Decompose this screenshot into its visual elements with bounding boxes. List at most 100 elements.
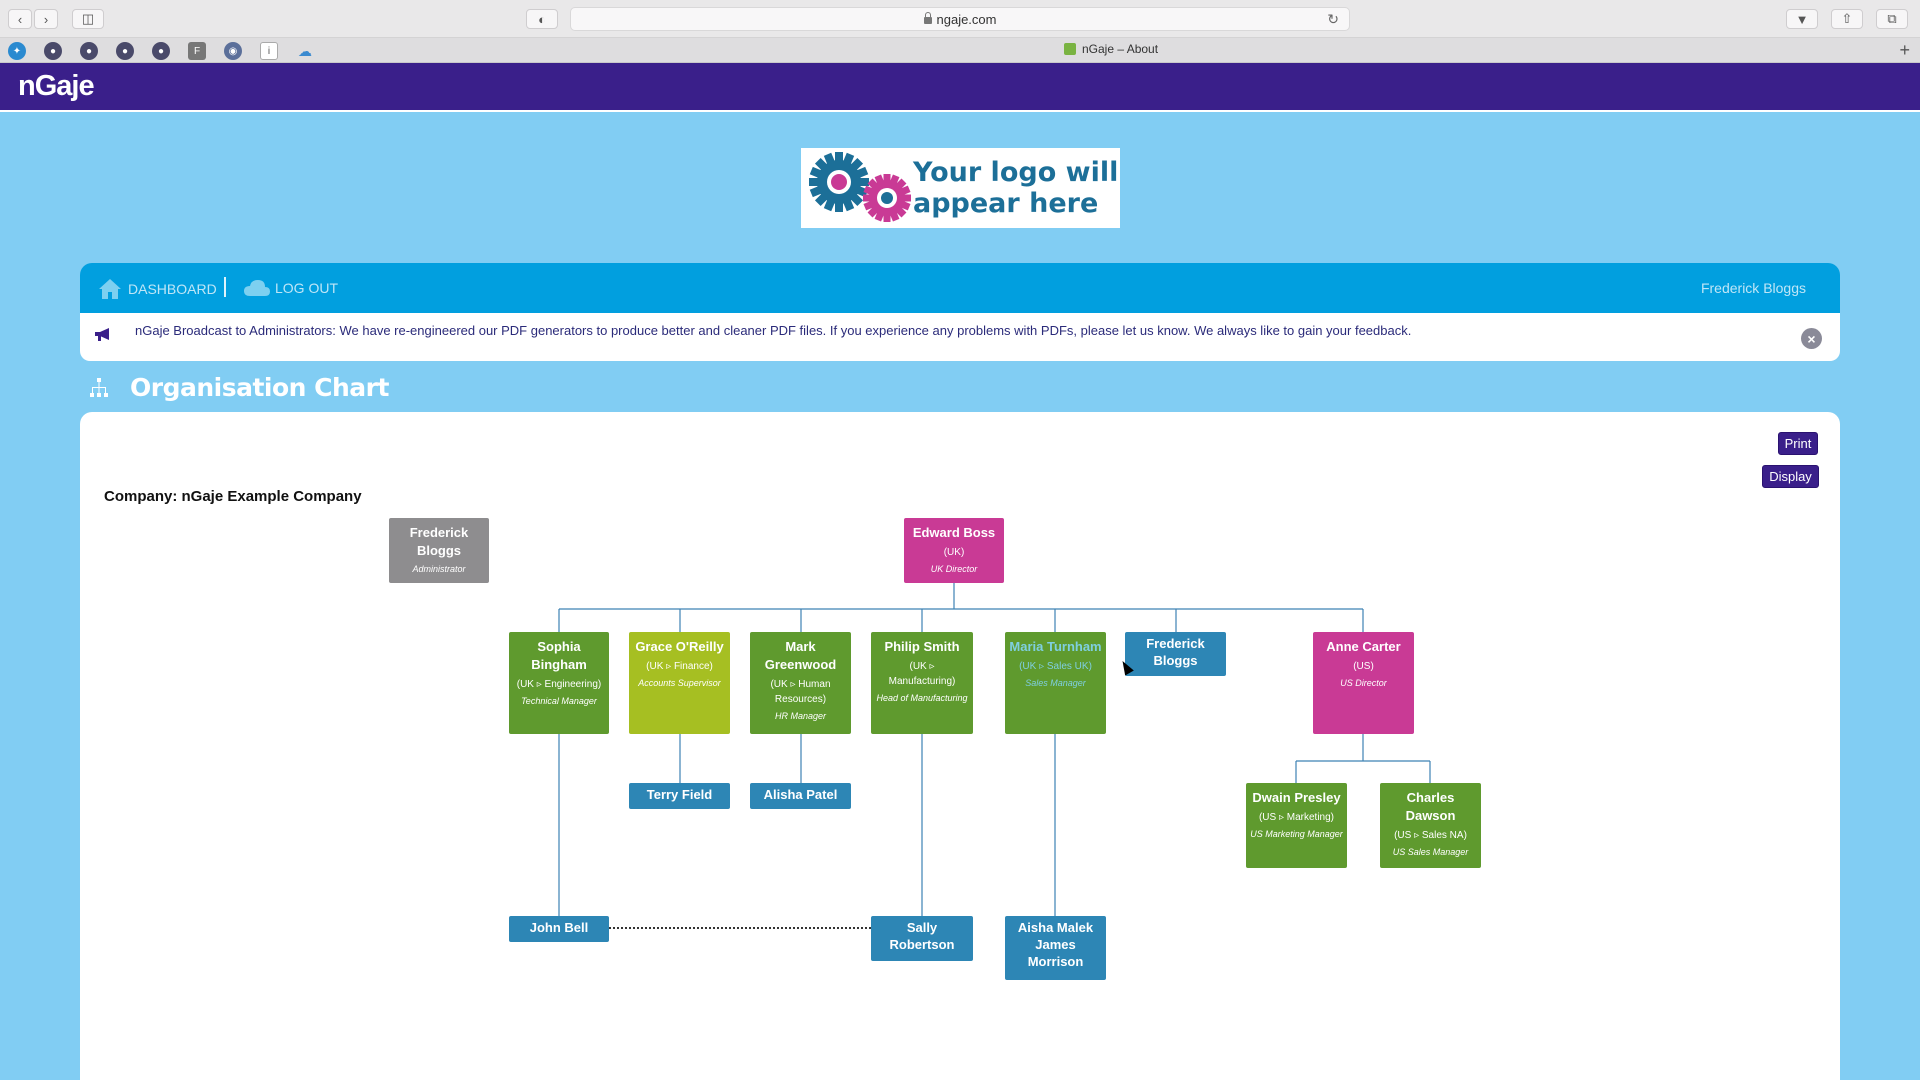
tab-title: nGaje – About bbox=[1082, 42, 1159, 56]
node-name: Frederick Bloggs bbox=[1146, 636, 1205, 668]
org-node-administrator[interactable]: Frederick Bloggs Administrator bbox=[389, 518, 489, 583]
nav-logout[interactable]: LOG OUT bbox=[243, 278, 338, 298]
node-dept: (UK ▹ Engineering) bbox=[516, 679, 602, 690]
org-node-john[interactable]: John Bell bbox=[509, 916, 609, 942]
org-node-terry[interactable]: Terry Field bbox=[629, 783, 730, 809]
node-role: Sales Manager bbox=[1025, 678, 1086, 688]
org-node-dwain[interactable]: Dwain Presley (US ▹ Marketing) US Market… bbox=[1246, 783, 1347, 868]
node-dept: (UK ▹ Finance) bbox=[646, 661, 713, 672]
share-icon[interactable]: ⇧ bbox=[1831, 9, 1863, 29]
logo-line-1: Your logo will bbox=[913, 157, 1119, 188]
org-node-anne[interactable]: Anne Carter (US) US Director bbox=[1313, 632, 1414, 734]
bookmark-globe-icon[interactable]: ◉ bbox=[224, 42, 242, 60]
org-node-frederick[interactable]: Frederick Bloggs bbox=[1125, 632, 1226, 676]
node-role: US Marketing Manager bbox=[1250, 829, 1343, 839]
node-name: Grace O'Reilly bbox=[635, 639, 724, 654]
logo-line-2: appear here bbox=[913, 188, 1099, 219]
node-name: Edward Boss bbox=[912, 525, 996, 540]
main-nav: DASHBOARD LOG OUT Frederick Bloggs bbox=[80, 263, 1840, 313]
bookmark-avatar-icon[interactable]: ● bbox=[44, 42, 62, 60]
home-icon bbox=[99, 279, 121, 299]
back-icon[interactable]: ‹ bbox=[8, 9, 32, 29]
node-dept: (UK ▹ Manufacturing) bbox=[888, 661, 956, 687]
bookmark-f-icon[interactable]: F bbox=[188, 42, 206, 60]
org-chart-panel: Print Display Company: nGaje Example Com… bbox=[80, 412, 1840, 1080]
forward-icon[interactable]: › bbox=[34, 9, 58, 29]
node-dept: (UK) bbox=[943, 547, 965, 558]
node-role: UK Director bbox=[930, 564, 978, 574]
node-name: Mark Greenwood bbox=[764, 639, 837, 672]
node-role: US Sales Manager bbox=[1392, 847, 1469, 857]
print-button[interactable]: Print bbox=[1778, 432, 1818, 455]
bookmarks-bar: ✦ ● ● ● ● F ◉ i ☁ nGaje – About + bbox=[0, 38, 1920, 63]
node-dept: (US) bbox=[1353, 661, 1374, 672]
page-header: Organisation Chart bbox=[90, 373, 389, 402]
node-name: John Bell bbox=[529, 920, 589, 935]
page-title: Organisation Chart bbox=[130, 373, 389, 402]
downloads-icon[interactable]: ▼ bbox=[1786, 9, 1818, 29]
gears-icon bbox=[801, 148, 911, 228]
node-role: Technical Manager bbox=[521, 696, 597, 706]
org-node-root[interactable]: Edward Boss (UK) UK Director bbox=[904, 518, 1004, 583]
bookmark-cloud-icon[interactable]: ☁ bbox=[298, 42, 312, 59]
new-tab-icon[interactable]: + bbox=[1899, 40, 1910, 60]
org-node-mark[interactable]: Mark Greenwood (UK ▹ Human Resources) HR… bbox=[750, 632, 851, 734]
nav-logout-label: LOG OUT bbox=[275, 280, 339, 296]
bookmark-avatar-icon[interactable]: ● bbox=[80, 42, 98, 60]
active-tab[interactable]: nGaje – About bbox=[1064, 42, 1158, 56]
tab-favicon-icon bbox=[1064, 43, 1076, 55]
node-name: Alisha Patel bbox=[763, 787, 838, 802]
browser-toolbar: ‹ › ◫ ◐ ngaje.com ↻ ▼ ⇧ ⧉ bbox=[0, 0, 1920, 38]
close-icon[interactable]: × bbox=[1801, 328, 1822, 349]
megaphone-icon bbox=[95, 328, 109, 341]
node-role: HR Manager bbox=[774, 711, 827, 721]
broadcast-banner: nGaje Broadcast to Administrators: We ha… bbox=[80, 313, 1840, 361]
url-text: ngaje.com bbox=[936, 11, 997, 27]
brand-logo[interactable]: nGaje bbox=[18, 70, 95, 102]
reload-icon[interactable]: ↻ bbox=[1327, 11, 1339, 27]
node-name: Dwain Presley bbox=[1252, 790, 1341, 805]
bookmark-avatar-icon[interactable]: ● bbox=[116, 42, 134, 60]
node-name: Sally Robertson bbox=[889, 920, 955, 952]
org-node-sophia[interactable]: Sophia Bingham (UK ▹ Engineering) Techni… bbox=[509, 632, 609, 734]
current-user-name[interactable]: Frederick Bloggs bbox=[1700, 280, 1806, 296]
node-name: Sophia Bingham bbox=[531, 639, 587, 672]
node-name: Maria Turnham bbox=[1009, 639, 1102, 654]
bookmark-avatar-icon[interactable]: ● bbox=[152, 42, 170, 60]
org-node-maria[interactable]: Maria Turnham (UK ▹ Sales UK) Sales Mana… bbox=[1005, 632, 1106, 734]
nav-dashboard[interactable]: DASHBOARD bbox=[98, 278, 217, 300]
org-node-sally[interactable]: Sally Robertson bbox=[871, 916, 973, 961]
node-dept: (UK ▹ Human Resources) bbox=[770, 679, 831, 705]
privacy-shield-icon[interactable]: ◐ bbox=[526, 9, 558, 29]
node-name: Terry Field bbox=[646, 787, 713, 802]
node-role: US Director bbox=[1340, 678, 1387, 688]
bookmark-bird-icon[interactable]: ✦ bbox=[8, 42, 26, 60]
org-node-grace[interactable]: Grace O'Reilly (UK ▹ Finance) Accounts S… bbox=[629, 632, 730, 734]
node-name: Philip Smith bbox=[884, 639, 960, 654]
node-role: Administrator bbox=[412, 564, 466, 574]
node-name: Frederick Bloggs bbox=[409, 525, 469, 558]
node-dept: (US ▹ Marketing) bbox=[1258, 812, 1335, 823]
org-node-aisha[interactable]: Aisha Malek James Morrison bbox=[1005, 916, 1106, 980]
node-role: Head of Manufacturing bbox=[876, 693, 968, 703]
org-chart-icon bbox=[90, 377, 108, 397]
org-connectors bbox=[558, 581, 1431, 929]
org-node-charles[interactable]: Charles Dawson (US ▹ Sales NA) US Sales … bbox=[1380, 783, 1481, 868]
company-logo: Your logo will appear here bbox=[801, 148, 1120, 228]
node-name: Aisha Malek James Morrison bbox=[1017, 920, 1094, 969]
nav-dashboard-label: DASHBOARD bbox=[128, 281, 217, 297]
org-node-philip[interactable]: Philip Smith (UK ▹ Manufacturing) Head o… bbox=[871, 632, 973, 734]
org-node-alisha[interactable]: Alisha Patel bbox=[750, 783, 851, 809]
broadcast-text: nGaje Broadcast to Administrators: We ha… bbox=[135, 323, 1412, 338]
app-header: nGaje bbox=[0, 63, 1920, 112]
display-button[interactable]: Display bbox=[1762, 465, 1819, 488]
node-role: Accounts Supervisor bbox=[638, 678, 721, 688]
sidebar-toggle-icon[interactable]: ◫ bbox=[72, 9, 104, 29]
company-label: Company: nGaje Example Company bbox=[104, 488, 362, 505]
tabs-overview-icon[interactable]: ⧉ bbox=[1876, 9, 1908, 29]
nav-separator bbox=[224, 277, 226, 297]
bookmark-i-icon[interactable]: i bbox=[260, 42, 278, 60]
node-dept: (UK ▹ Sales UK) bbox=[1019, 661, 1092, 672]
address-bar[interactable]: ngaje.com ↻ bbox=[570, 7, 1350, 31]
node-name: Anne Carter bbox=[1326, 639, 1401, 654]
